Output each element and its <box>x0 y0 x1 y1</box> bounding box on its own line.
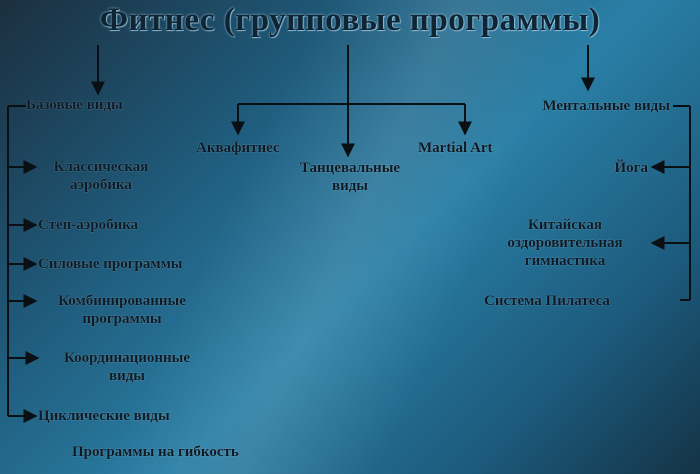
node-dance-types: Танцевальные виды <box>280 159 420 195</box>
diagram-title: Фитнес (групповые программы) <box>99 2 601 38</box>
node-line: Координационные <box>63 350 191 366</box>
node-classic-aerobics: Классическая аэробика <box>38 158 164 194</box>
node-line: виды <box>108 368 146 384</box>
node-combined-programs: Комбинированные программы <box>38 292 206 328</box>
node-line: Классическая <box>53 159 149 175</box>
node-pilates: Система Пилатеса <box>484 293 610 309</box>
node-cyclic-types: Циклические виды <box>38 408 170 424</box>
node-coordination-types: Координационные виды <box>42 349 212 385</box>
node-line: Китайская <box>528 217 602 233</box>
node-aquafitness: Аквафитнес <box>196 140 280 156</box>
node-line: гимнастика <box>524 253 606 269</box>
node-step-aerobics: Степ-аэробика <box>38 217 139 233</box>
node-line: программы <box>82 311 162 327</box>
node-line: Танцевальные <box>299 160 401 176</box>
mental-types-header: Ментальные виды <box>542 98 670 114</box>
node-line: Комбинированные <box>58 293 186 309</box>
basic-types-header: Базовые виды <box>26 97 123 113</box>
node-strength-programs: Силовые программы <box>38 256 183 272</box>
node-line: оздоровительная <box>507 235 623 251</box>
node-chinese-gymnastics: Китайская оздоровительная гимнастика <box>480 216 650 270</box>
node-martial-art: Martial Art <box>418 140 493 156</box>
node-line: аэробика <box>70 177 132 193</box>
node-flexibility-programs: Программы на гибкость <box>72 444 239 460</box>
node-yoga: Йога <box>614 160 648 176</box>
node-line: виды <box>331 178 369 194</box>
